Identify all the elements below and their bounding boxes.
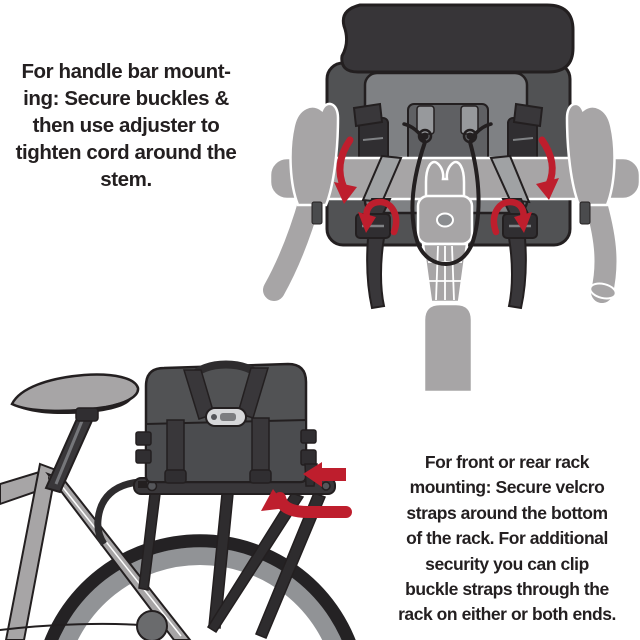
- right-strap-tail: [507, 237, 527, 310]
- straight-arrow-icon: [303, 462, 346, 487]
- saddle-group: [10, 373, 140, 494]
- rack-mount-illustration: [0, 360, 356, 640]
- rack-front-curve: [94, 478, 141, 546]
- side-buckle-right: [300, 449, 317, 466]
- curved-arrow-icon: [261, 489, 352, 518]
- stem-faceplate-ears: [424, 160, 466, 202]
- adjuster-cords: [402, 122, 493, 266]
- seat-tube: [4, 462, 58, 640]
- right-brake-hood: [565, 102, 616, 225]
- left-brake-lever: [311, 201, 323, 225]
- bag-flap: [340, 3, 575, 74]
- head-tube: [422, 302, 474, 392]
- bag-buckle-right: [507, 102, 544, 164]
- fender: [44, 534, 356, 640]
- left-brake-hood: [289, 102, 340, 225]
- curl-arrow-icon: [358, 198, 400, 236]
- stem: [416, 160, 474, 392]
- bag-buckle-left: [352, 102, 389, 164]
- rack-stay: [255, 492, 326, 639]
- platform-slot: [138, 481, 147, 488]
- left-drop: [263, 189, 321, 301]
- brand-patch-mark: [220, 413, 236, 421]
- handlebar-drops: [260, 186, 619, 306]
- brand-patch-mark: [211, 414, 217, 420]
- side-buckle-right: [300, 429, 317, 444]
- saddle-underside: [16, 398, 132, 414]
- right-drop: [584, 189, 617, 303]
- handlebar-mounting-instructions-text: For handle bar mount- ing: Secure buckle…: [15, 60, 237, 191]
- side-buckle-left: [135, 431, 152, 446]
- rack-mounting-instructions-text: For front or rear rack mounting: Secure …: [398, 452, 616, 625]
- strap-end-cap: [164, 469, 187, 484]
- curved-arrow-icon: [334, 136, 357, 204]
- tire: [58, 547, 342, 640]
- pointer-arrows: [261, 462, 352, 518]
- curved-arrow-icon: [536, 136, 559, 200]
- tighten-arrows: [334, 136, 559, 236]
- curl-arrow-icon: [490, 198, 532, 236]
- rack-stay: [206, 492, 305, 634]
- right-brake-lever: [579, 201, 591, 225]
- rack-bag: [135, 360, 318, 487]
- handlebar-mount-illustration: [260, 3, 640, 392]
- rear-cog: [136, 610, 168, 640]
- rear-rack: [94, 477, 336, 639]
- right-drop-end: [589, 282, 617, 300]
- left-strap-tail: [366, 237, 386, 310]
- rack-bolt: [321, 481, 331, 491]
- side-buckle-left: [135, 449, 152, 464]
- stem-bolt-hole: [436, 212, 454, 228]
- strap-end-cap: [249, 469, 272, 484]
- saddle-clamp: [75, 407, 99, 422]
